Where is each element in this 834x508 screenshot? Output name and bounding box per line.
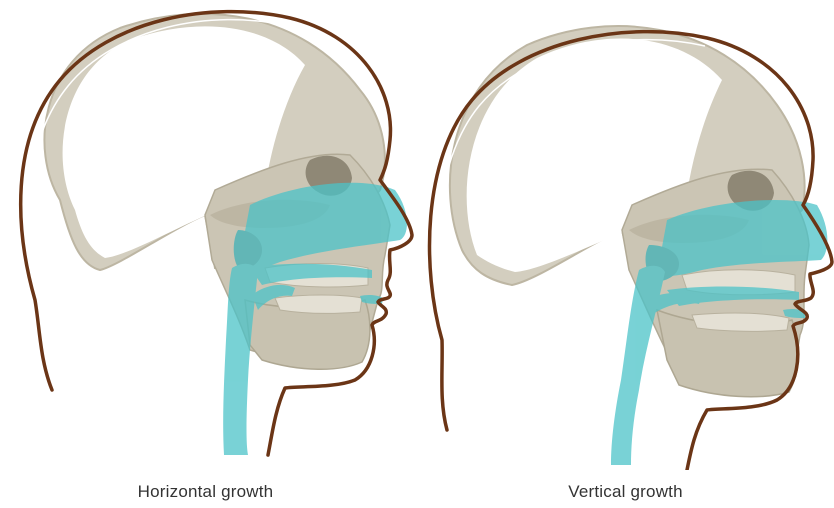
head-profile-vertical-illustration (417, 0, 834, 470)
panel-vertical-growth: Vertical growth (417, 0, 834, 508)
head-profile-horizontal-illustration (0, 0, 417, 470)
panel-horizontal-growth: Horizontal growth (0, 0, 417, 508)
lower-teeth (692, 313, 789, 331)
caption-horizontal-growth: Horizontal growth (0, 482, 414, 502)
caption-vertical-growth: Vertical growth (417, 482, 834, 502)
pharynx (611, 266, 665, 465)
lower-teeth (275, 295, 362, 313)
